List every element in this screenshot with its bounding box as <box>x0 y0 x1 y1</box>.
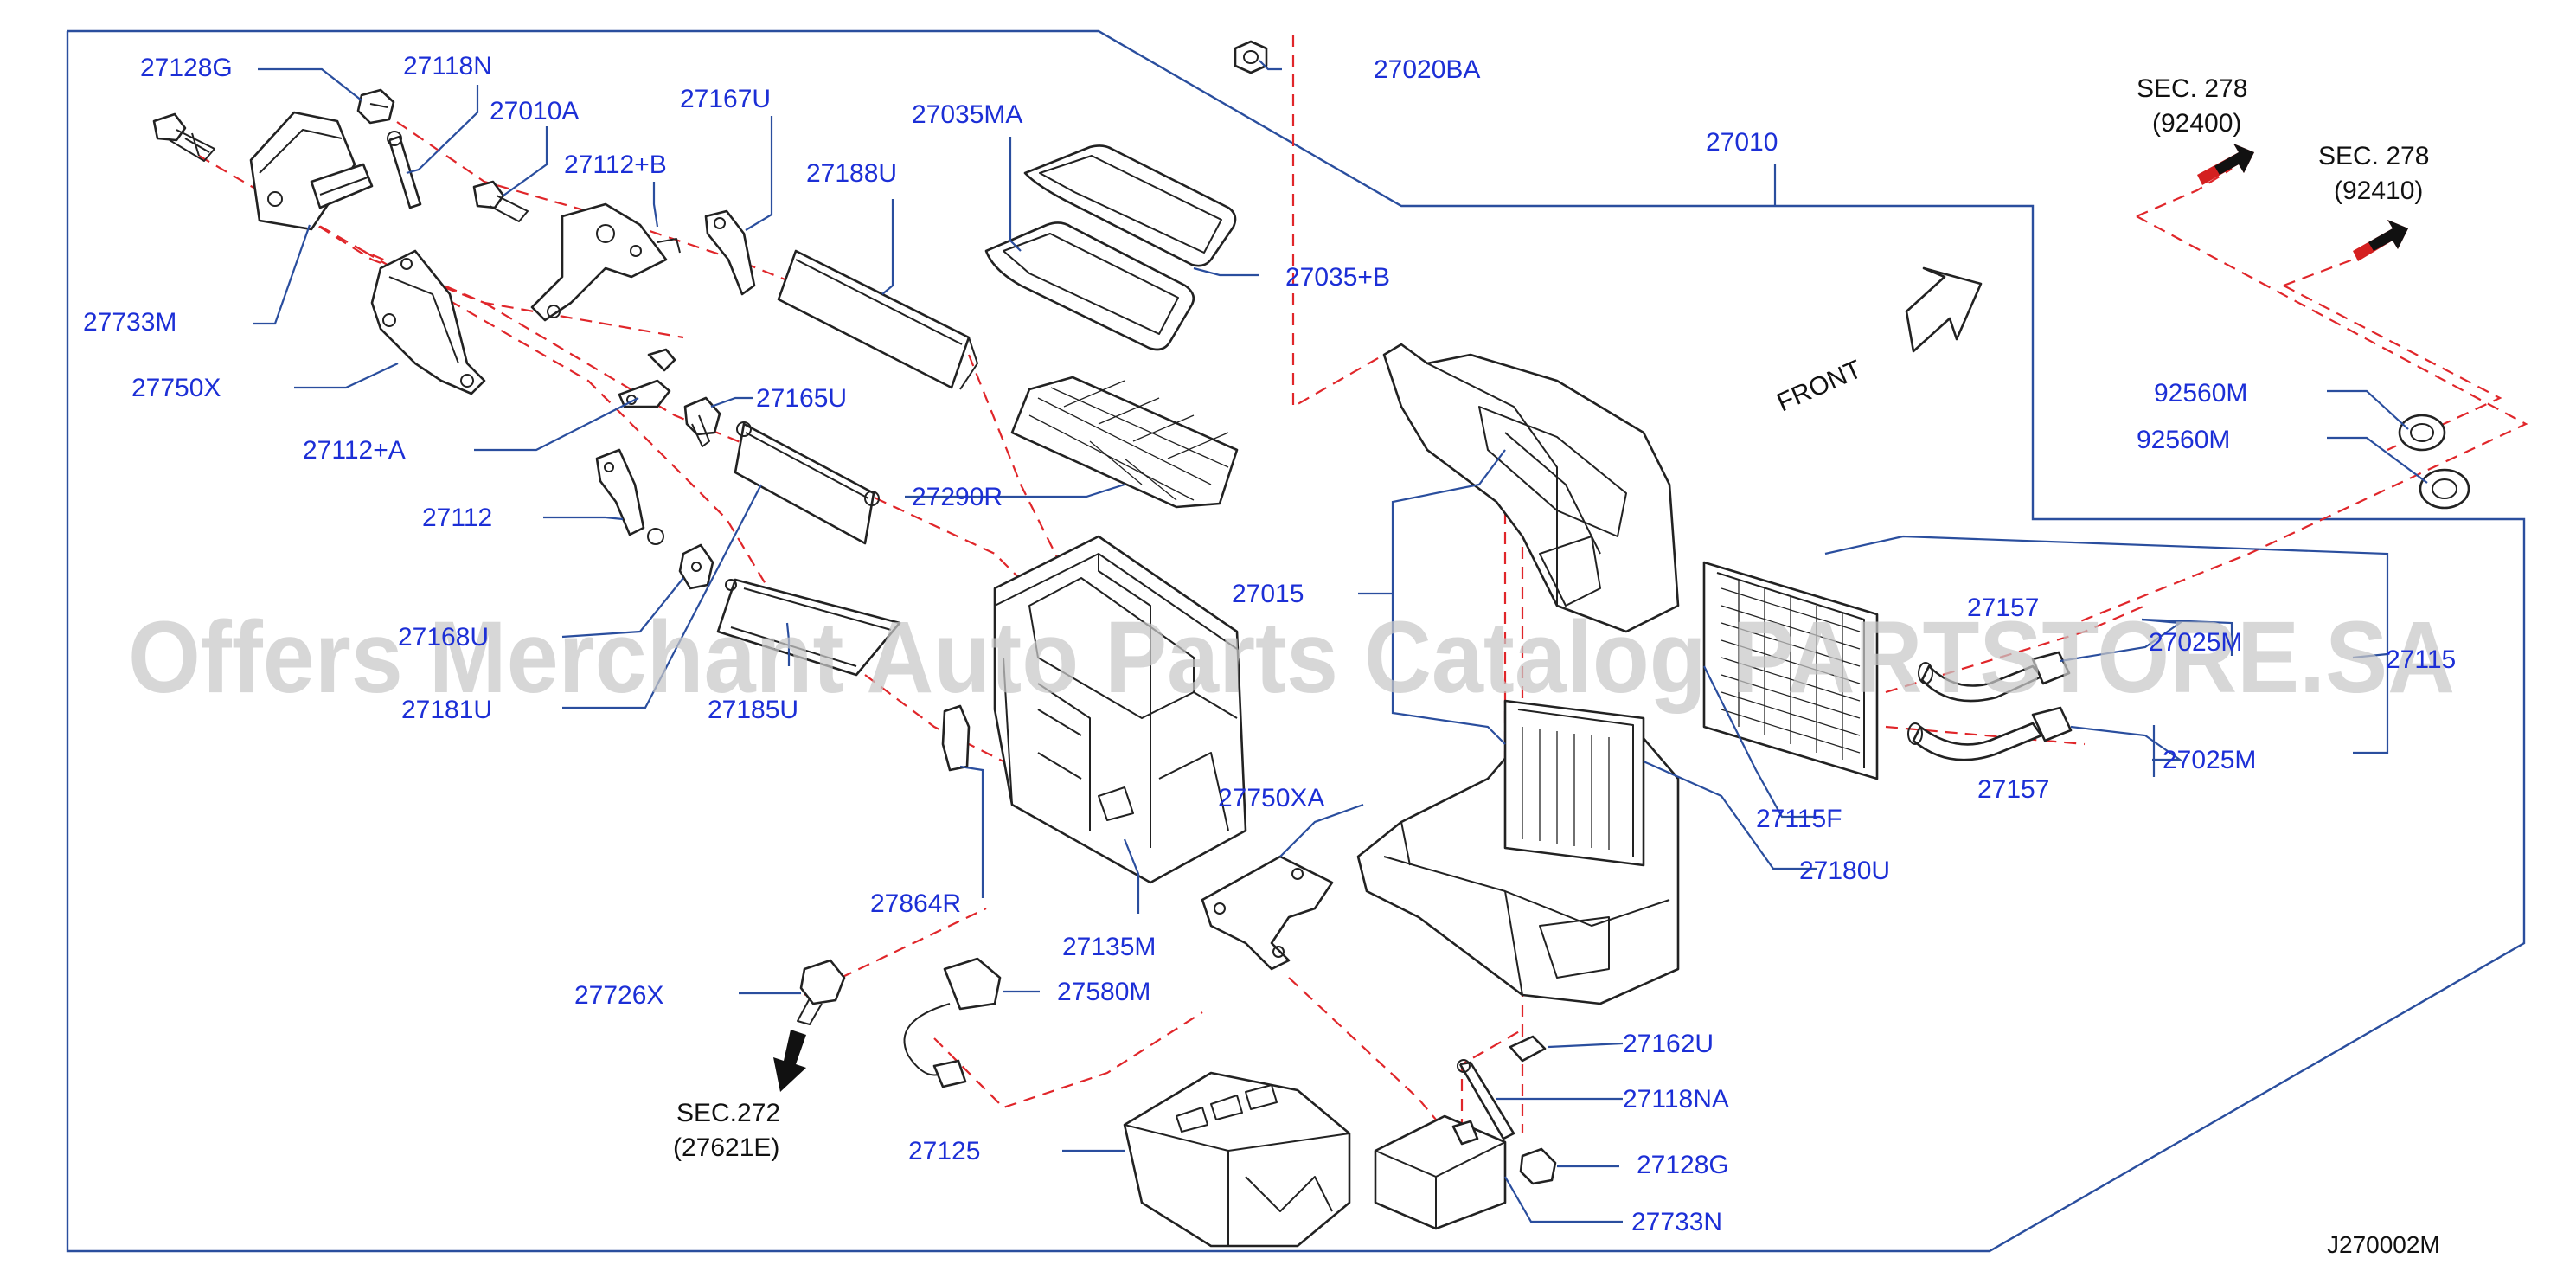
door-27181u <box>734 421 880 545</box>
screw-27010a <box>472 180 529 222</box>
harness-27580m <box>903 957 1002 1088</box>
part-label[interactable]: 27167U <box>680 85 771 113</box>
sec-27621e-arrow-icon <box>773 1030 806 1092</box>
part-label[interactable]: 27185U <box>708 696 798 724</box>
part-label[interactable]: 27188U <box>806 159 897 188</box>
part-label[interactable]: 27112+B <box>564 151 667 179</box>
rod-27118na <box>1457 1059 1515 1140</box>
sec-92400-arrow-icon <box>2197 144 2254 185</box>
part-label[interactable]: 27180U <box>1799 857 1890 885</box>
connector-27128g-bottom <box>1519 1147 1557 1185</box>
sec-ref-number[interactable]: (92400) <box>2152 109 2241 138</box>
part-label[interactable]: 27115F <box>1756 805 1842 833</box>
part-label[interactable]: 27125 <box>908 1137 980 1165</box>
part-label[interactable]: 27726X <box>574 981 663 1010</box>
lever-27167u <box>704 209 756 296</box>
front-arrow-icon <box>1905 266 1983 353</box>
nut-27020ba <box>1234 40 1268 74</box>
part-label[interactable]: 27112+A <box>303 436 406 465</box>
sec-ref-label[interactable]: SEC. 278 <box>2318 142 2429 170</box>
part-label[interactable]: 27010 <box>1706 128 1778 157</box>
rod-27118n <box>387 131 422 209</box>
part-label[interactable]: 27118N <box>403 52 492 80</box>
seal-27035ma <box>1023 144 1237 267</box>
part-label[interactable]: 27181U <box>401 696 492 724</box>
link-plate-27112b <box>530 202 681 322</box>
part-label[interactable]: 27157 <box>1967 594 2039 622</box>
part-label[interactable]: 27580M <box>1057 978 1150 1006</box>
pipe-27157-lower <box>1907 706 2073 761</box>
part-label[interactable]: 27733M <box>83 308 176 337</box>
clip-27162u <box>1509 1035 1547 1063</box>
grommet-92560m-lower <box>2419 468 2470 510</box>
evaporator-27115 <box>1702 561 1879 780</box>
part-label[interactable]: 27733N <box>1631 1208 1722 1236</box>
part-label[interactable]: 27035MA <box>912 100 1022 129</box>
part-label[interactable]: 27128G <box>1637 1151 1729 1179</box>
part-label[interactable]: 27157 <box>1977 775 2049 804</box>
section-references: SEC. 278 (92400) SEC. 278 (92410) SEC.27… <box>673 74 2429 1162</box>
part-label[interactable]: 27165U <box>756 384 847 413</box>
part-label[interactable]: 27025M <box>2149 628 2242 657</box>
part-label[interactable]: 27112 <box>422 504 492 532</box>
link-27112 <box>595 448 664 545</box>
case-27135m <box>993 535 1247 884</box>
actuator-motor-27733m <box>249 111 374 231</box>
sec-ref-label[interactable]: SEC. 278 <box>2137 74 2247 103</box>
part-label[interactable]: 92560M <box>2154 379 2247 408</box>
part-label[interactable]: 27118NA <box>1623 1085 1729 1114</box>
upper-case-27015 <box>1382 343 1680 633</box>
case-27125 <box>1123 1071 1351 1248</box>
bracket-27750x <box>370 249 486 395</box>
part-label[interactable]: 27168U <box>398 623 489 652</box>
grommet-92560m-upper <box>2398 414 2446 452</box>
bracket-27750xa <box>1201 855 1334 971</box>
part-label[interactable]: 27015 <box>1232 580 1304 608</box>
part-label[interactable]: 92560M <box>2137 426 2230 454</box>
sensor-27726x <box>797 959 846 1025</box>
part-label[interactable]: 27115 <box>2386 645 2456 674</box>
heater-core <box>1503 699 1645 867</box>
leader-lines <box>253 60 2428 1223</box>
sec-92410-arrow-icon <box>2353 220 2408 261</box>
sec-ref-number[interactable]: (27621E) <box>673 1133 779 1162</box>
clip-27864r <box>941 704 971 772</box>
part-label[interactable]: 27864R <box>870 889 961 918</box>
part-label[interactable]: 27750XA <box>1218 784 1324 812</box>
lever-27168u <box>678 543 714 590</box>
part-label[interactable]: 27020BA <box>1374 55 1480 84</box>
part-label[interactable]: 27162U <box>1623 1030 1714 1058</box>
part-label[interactable]: 27290R <box>912 483 1003 511</box>
actuator-27733n <box>1374 1114 1507 1230</box>
part-labels: 27128G 27118N 27010A 27167U 27035MA 2702… <box>83 52 2456 1236</box>
front-label: FRONT <box>1772 355 1866 417</box>
watermark: Offers Merchant Auto Parts Catalog PARTS… <box>128 600 2455 715</box>
part-label[interactable]: 27035+B <box>1285 263 1390 292</box>
part-label[interactable]: 27025M <box>2163 746 2256 774</box>
part-label[interactable]: 27128G <box>140 54 233 82</box>
sec-ref-number[interactable]: (92410) <box>2334 177 2423 205</box>
door-27188u <box>777 249 978 390</box>
diagram-code: J270002M <box>2327 1231 2440 1258</box>
bolt-illustration <box>152 112 215 162</box>
seal-27035b <box>984 221 1195 351</box>
filter-net-27290r <box>1010 376 1239 509</box>
pipe-27157-upper <box>1918 651 2071 703</box>
assembly-frame <box>66 29 2526 1253</box>
part-label[interactable]: 27135M <box>1062 933 1156 961</box>
door-27185u <box>716 578 901 677</box>
part-label[interactable]: 27010A <box>490 97 579 125</box>
sec-ref-label[interactable]: SEC.272 <box>676 1099 780 1127</box>
connector-27128g-top <box>356 88 395 125</box>
lever-27165u <box>683 396 721 447</box>
part-label[interactable]: 27750X <box>131 374 221 402</box>
link-27112a <box>618 348 676 408</box>
